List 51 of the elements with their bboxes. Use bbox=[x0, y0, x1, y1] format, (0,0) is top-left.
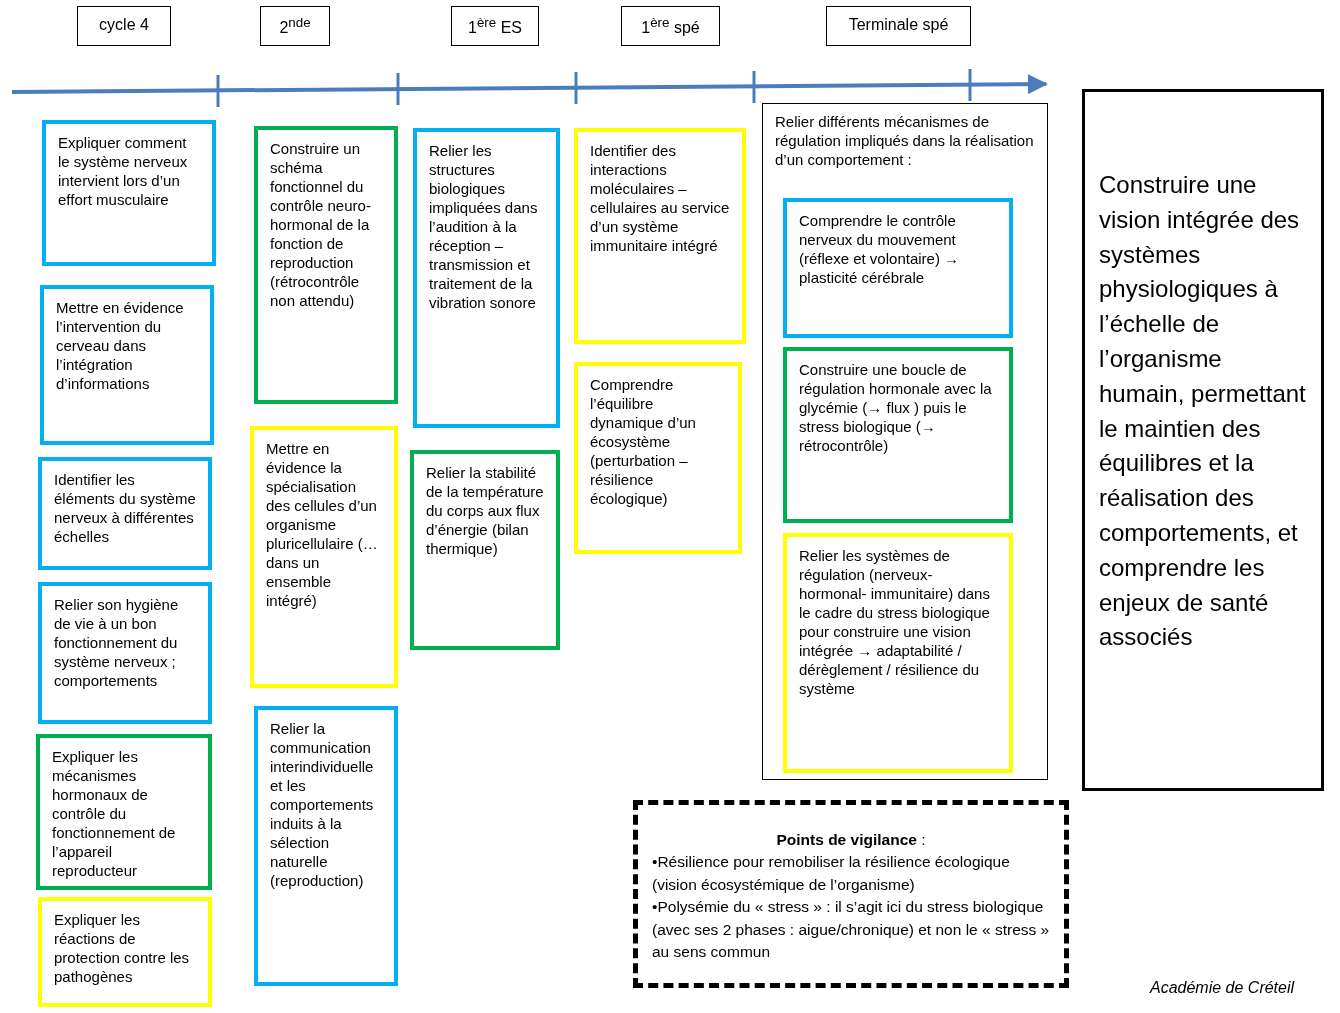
objective-box bbox=[40, 285, 214, 445]
objective-text: Relier son hygiène de vie à un bon fonctionnement du système nerveux ; comportements bbox=[54, 595, 180, 691]
objective-box bbox=[413, 128, 560, 428]
objective-text: Expliquer comment le système nerveux intervient lors d’un effort musculaire bbox=[58, 133, 189, 210]
objective-box bbox=[38, 897, 212, 1007]
objective-text: Construire un schéma fonctionnel du contrôle neuro-hormonal de la fonction de reproduction (rétrocontrôle non attendu) bbox=[270, 139, 372, 311]
level-box bbox=[451, 6, 539, 46]
level-label: 2$^{nde}$ bbox=[278, 15, 312, 39]
theme-text: Relier différents mécanismes de régulation impliqués dans la réalisation d’un comportement : bbox=[775, 112, 1035, 170]
objective-text: Relier les structures biologiques impliquées dans l’audition à la réception – transmission et traitement de la vibration sonore bbox=[429, 141, 539, 313]
objective-box bbox=[410, 450, 560, 650]
source-credit: Académie de Créteil bbox=[1150, 979, 1295, 997]
level-label: 1$^{ère}$ spé bbox=[640, 15, 701, 39]
note-text: •Polysémie du « stress » : il s’agit ici du stress biologique (avec ses 2 phases : aigue/chronique) et non le « stress » au sens commun bbox=[652, 897, 1050, 963]
level-box bbox=[826, 6, 971, 46]
objective-text: Identifier les éléments du système nerveux à différentes échelles bbox=[54, 470, 197, 547]
level-box bbox=[260, 6, 330, 46]
theme-panel bbox=[762, 103, 1048, 780]
objective-box bbox=[783, 347, 1013, 523]
objective-text: Mettre en évidence la spécialisation des cellules d’un organisme pluricellulaire (… dans un ensemble intégré) bbox=[266, 439, 379, 611]
objective-box bbox=[38, 457, 212, 570]
objective-box bbox=[254, 126, 398, 404]
objective-box bbox=[783, 533, 1013, 773]
objective-box bbox=[783, 198, 1013, 338]
objective-box bbox=[250, 426, 398, 688]
level-label: 1$^{ère}$ ES bbox=[467, 15, 523, 39]
objective-box bbox=[254, 706, 398, 986]
level-label: cycle 4 bbox=[98, 15, 150, 35]
objective-box bbox=[574, 128, 746, 344]
level-box bbox=[77, 6, 171, 46]
note-heading: Points de vigilance : bbox=[775, 830, 927, 850]
objective-text: Expliquer les mécanismes hormonaux de contrôle du fonctionnement de l’appareil reproducteur bbox=[52, 747, 177, 881]
level-box bbox=[621, 6, 720, 46]
objective-box bbox=[42, 120, 216, 266]
objective-box bbox=[38, 582, 212, 724]
goal-box bbox=[1082, 89, 1324, 791]
objective-text: Mettre en évidence l’intervention du cerveau dans l’intégration d’informations bbox=[56, 298, 185, 394]
note-box bbox=[633, 800, 1069, 988]
objective-box bbox=[36, 734, 212, 890]
objective-text: Relier les systèmes de régulation (nerveux-hormonal- immunitaire) dans le cadre du stress biologique pour construire une vision intégrée → adaptabilité / dérèglement / résilience du système bbox=[799, 546, 991, 699]
objective-text: Relier la communication interindividuelle et les comportements induits à la sélection naturelle (reproduction) bbox=[270, 719, 375, 891]
objective-box bbox=[574, 362, 742, 554]
objective-text: Expliquer les réactions de protection contre les pathogènes bbox=[54, 910, 191, 987]
objective-text: Relier la stabilité de la température du corps aux flux d’énergie (bilan thermique) bbox=[426, 463, 545, 559]
objective-text: Construire une boucle de régulation hormonale avec la glycémie (→ flux ) puis le stress biologique (→ rétrocontrôle) bbox=[799, 360, 993, 456]
objective-text: Identifier des interactions moléculaires – cellulaires au service d’un système immunitaire intégré bbox=[590, 141, 731, 256]
goal-text: Construire une vision intégrée des systèmes physiologiques à l’échelle de l’organisme humain, permettant le maintien des équilibres et la réalisation des comportements, et comprendre les enjeux de santé associés bbox=[1099, 170, 1307, 653]
note-text: •Résilience pour remobiliser la résilience écologique (vision écosystémique de l’organisme) bbox=[652, 852, 1011, 895]
level-label: Terminale spé bbox=[847, 15, 950, 35]
objective-text: Comprendre le contrôle nerveux du mouvement (réflexe et volontaire) → plasticité cérébrale bbox=[799, 211, 961, 288]
objective-text: Comprendre l’équilibre dynamique d’un écosystème (perturbation – résilience écologique) bbox=[590, 375, 697, 509]
